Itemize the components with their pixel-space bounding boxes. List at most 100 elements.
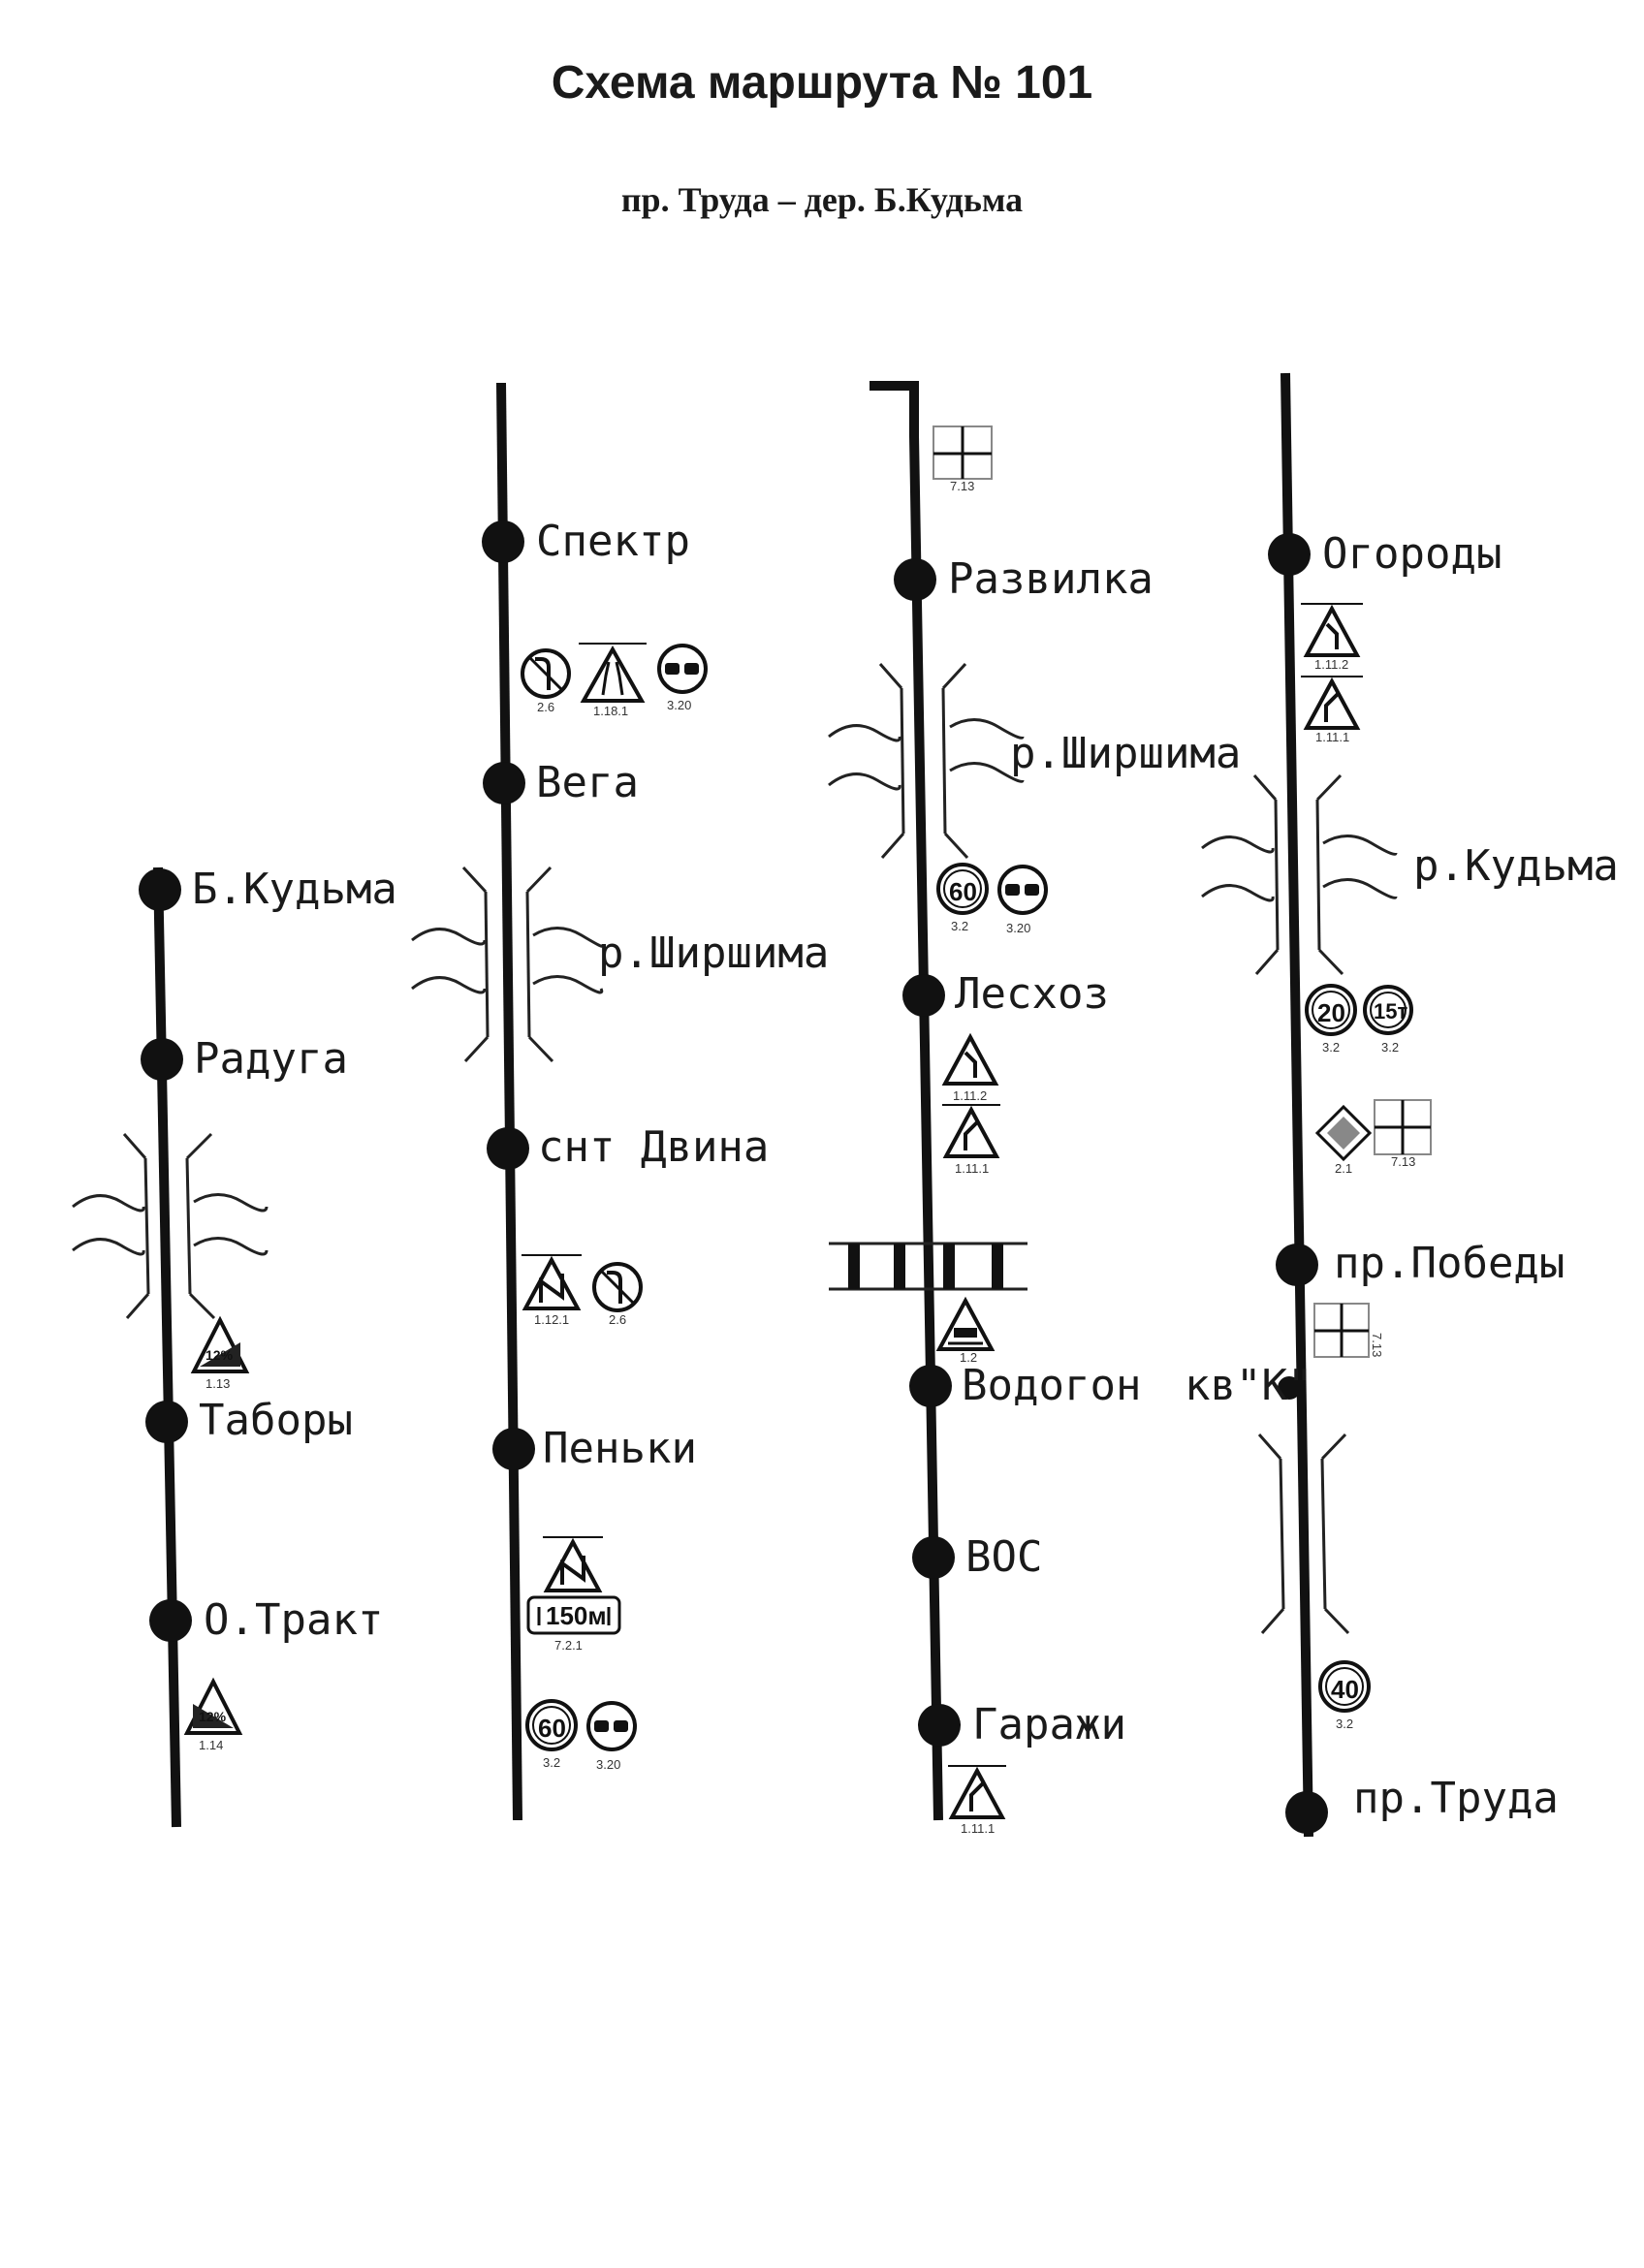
svg-text:60: 60 — [949, 877, 977, 906]
stop-label: Водогон — [962, 1361, 1141, 1410]
svg-text:60: 60 — [538, 1714, 566, 1743]
route-column-3: 7.13 р.Ширшима Развилка Ле — [828, 381, 1241, 1836]
stop-vos: ВОС — [912, 1532, 1042, 1582]
intersection-plate-sign: 7.13 — [1313, 1303, 1384, 1358]
stop-penki: Пеньки — [492, 1424, 697, 1473]
svg-text:1.12.1: 1.12.1 — [534, 1312, 569, 1327]
stop-marker — [139, 868, 181, 911]
svg-text:1.11.1: 1.11.1 — [961, 1821, 995, 1836]
stop-marker — [482, 520, 524, 563]
river-label: р.Ширшима — [1010, 729, 1241, 778]
dangerous-curve-sign: 1.12.1 — [522, 1254, 582, 1327]
stop-label: кв"К" — [1185, 1361, 1312, 1410]
stop-marker — [141, 1038, 183, 1081]
svg-text:3.2: 3.2 — [543, 1755, 560, 1770]
distance-plate-sign: 150м 7.2.1 — [526, 1595, 621, 1653]
stop-label: Б.Кудьма — [192, 865, 397, 914]
stop-marker — [902, 974, 945, 1017]
bridge-icon — [72, 1132, 269, 1320]
stop-marker — [492, 1428, 535, 1470]
speed-limit-sign: 20 3.2 — [1305, 984, 1357, 1055]
svg-text:2.6: 2.6 — [537, 700, 554, 714]
no-overtaking-sign: 3.20 — [997, 865, 1048, 935]
page-title: Схема маршрута № 101 — [551, 57, 1093, 109]
stop-marker — [149, 1599, 192, 1642]
railway-crossing-sign: 1.2 — [935, 1296, 996, 1365]
stop-label: пр.Труда — [1353, 1774, 1559, 1823]
stop-snt-dvina: снт Двина — [487, 1122, 769, 1172]
speed-limit-sign: 40 3.2 — [1318, 1660, 1371, 1731]
railway-track-icon — [829, 1242, 1028, 1291]
stop-label: снт Двина — [538, 1122, 769, 1172]
stop-razvilka: Развилка — [894, 554, 1154, 604]
svg-text:3.20: 3.20 — [1006, 921, 1030, 935]
route-subtitle: пр. Труда – дер. Б.Кудьма — [620, 180, 1024, 219]
river-label: р.Кудьма — [1413, 841, 1619, 891]
svg-text:1.11.2: 1.11.2 — [1314, 657, 1348, 672]
intersection-plate-sign: 7.13 — [1374, 1099, 1432, 1169]
stop-label: ВОС — [965, 1532, 1042, 1582]
svg-text:12%: 12% — [206, 1347, 234, 1363]
svg-text:20: 20 — [1317, 998, 1345, 1027]
route-line — [1280, 372, 1313, 1838]
river-label: р.Ширшима — [598, 929, 829, 978]
stop-garazhi: Гаражи — [918, 1700, 1126, 1749]
route-column-4: р.Кудьма Огороды пр.Победы кв"К" — [1185, 372, 1619, 1838]
stop-label: Развилка — [948, 554, 1154, 604]
svg-text:2.6: 2.6 — [609, 1312, 626, 1327]
svg-text:3.20: 3.20 — [596, 1757, 620, 1772]
svg-text:1.18.1: 1.18.1 — [593, 704, 628, 718]
stop-marker — [483, 762, 525, 804]
svg-text:7.13: 7.13 — [950, 479, 974, 493]
stop-label: Лесхоз — [955, 969, 1109, 1019]
stop-label: О.Тракт — [204, 1595, 383, 1645]
curve-right-sign: 1.11.1 — [1301, 676, 1363, 744]
svg-text:1.11.1: 1.11.1 — [955, 1161, 989, 1176]
svg-text:150м: 150м — [546, 1601, 607, 1630]
svg-text:1.11.2: 1.11.2 — [953, 1088, 987, 1103]
stop-marker — [912, 1536, 955, 1579]
no-overtaking-sign: 3.20 — [586, 1701, 637, 1772]
steep-ascent-sign: 12% 1.14 — [183, 1677, 243, 1752]
svg-text:3.2: 3.2 — [1322, 1040, 1340, 1055]
stop-ogorody: Огороды — [1268, 529, 1502, 579]
speed-limit-sign: 60 3.2 — [525, 1699, 578, 1770]
stop-label: Пеньки — [543, 1424, 697, 1473]
stop-o-trakt: О.Тракт — [149, 1595, 383, 1645]
bridge-icon — [411, 866, 604, 1063]
dangerous-curve-sign — [543, 1536, 603, 1592]
svg-text:3.20: 3.20 — [667, 698, 691, 712]
route-line — [153, 866, 181, 1828]
svg-text:7.13: 7.13 — [1370, 1333, 1384, 1357]
svg-text:7.2.1: 7.2.1 — [554, 1638, 583, 1653]
svg-text:15т: 15т — [1374, 999, 1407, 1024]
stop-label: Радуга — [194, 1034, 348, 1084]
stop-label: Спектр — [536, 517, 690, 566]
svg-text:1.13: 1.13 — [206, 1376, 230, 1391]
stop-label: Огороды — [1322, 529, 1502, 579]
stop-marker — [909, 1365, 952, 1407]
stop-label: Гаражи — [972, 1700, 1126, 1749]
svg-text:40: 40 — [1331, 1675, 1359, 1704]
route-column-2: р.Ширшима Спектр Вега снт Двина Пеньки — [411, 382, 829, 1821]
stop-vega: Вега — [483, 758, 639, 807]
route-line — [869, 381, 943, 1821]
svg-text:3.2: 3.2 — [1336, 1717, 1353, 1731]
svg-text:7.13: 7.13 — [1391, 1154, 1415, 1169]
svg-text:1.2: 1.2 — [960, 1350, 977, 1365]
speed-limit-sign: 60 3.2 — [936, 863, 989, 933]
route-column-1: Б.Кудьма Радуга Таборы О.Тракт 12% 1.13 — [72, 865, 397, 1828]
stop-marker — [1285, 1791, 1328, 1834]
svg-text:3.2: 3.2 — [951, 919, 968, 933]
no-left-turn-sign: 2.6 — [521, 648, 571, 714]
main-road-sign: 2.1 — [1314, 1104, 1373, 1176]
stop-pr-truda: пр.Труда — [1285, 1774, 1559, 1834]
stop-label: Вега — [536, 758, 639, 807]
curve-right-sign: 1.11.1 — [942, 1104, 1000, 1176]
stop-label: пр.Победы — [1334, 1239, 1565, 1288]
svg-text:12%: 12% — [199, 1709, 227, 1724]
route-line — [496, 382, 522, 1821]
curve-left-sign: 1.11.2 — [1301, 603, 1363, 672]
bridge-icon — [1201, 773, 1398, 976]
